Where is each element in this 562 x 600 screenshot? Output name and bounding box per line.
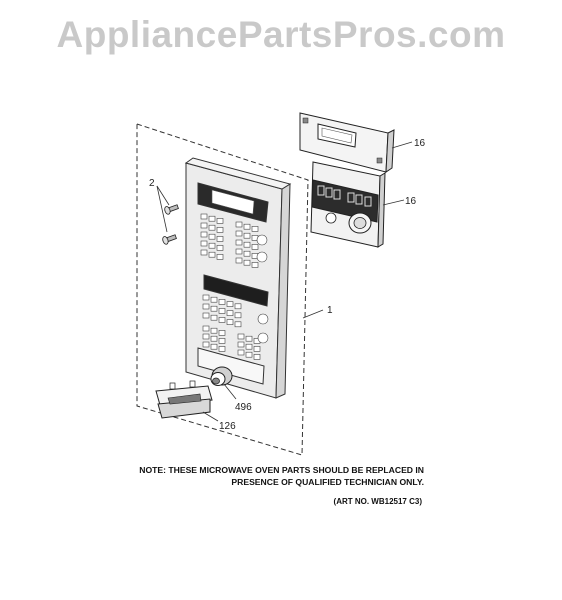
right-upper-key <box>251 244 259 250</box>
display-circuit-board <box>310 161 386 248</box>
round-key <box>256 251 268 263</box>
left-upper-key <box>208 242 216 249</box>
left-upper-key <box>216 218 224 224</box>
door-release-handle <box>155 380 213 419</box>
leader-top-board <box>391 141 413 149</box>
left-upper-key <box>208 215 216 222</box>
callout-display-board: 16 <box>405 196 417 207</box>
right-lower-key <box>253 346 261 352</box>
right-upper-key <box>243 250 251 257</box>
right-upper-key <box>243 241 251 248</box>
note-line-2: PRESENCE OF QUALIFIED TECHNICIAN ONLY. <box>231 477 424 487</box>
left-upper-key <box>208 224 216 231</box>
right-upper-key <box>251 262 259 268</box>
number-pad-key <box>210 305 218 312</box>
left-lower-key <box>210 335 218 342</box>
left-upper-key <box>216 227 224 233</box>
right-upper-key <box>235 248 243 255</box>
assembly-boundary <box>136 123 309 456</box>
left-lower-key <box>202 333 210 340</box>
left-upper-key <box>200 222 208 229</box>
top-circuit-board <box>299 112 395 173</box>
right-lower-key <box>245 335 253 342</box>
number-pad-key <box>210 296 218 303</box>
left-lower-key <box>202 325 210 332</box>
service-note: NOTE: THESE MICROWAVE OVEN PARTS SHOULD … <box>139 464 424 488</box>
site-watermark: AppliancePartsPros.com <box>56 14 506 55</box>
number-pad-key <box>202 312 210 319</box>
callout-handle: 126 <box>219 421 236 432</box>
left-lower-key <box>210 343 218 350</box>
right-lower-key <box>237 333 245 340</box>
number-pad-key <box>202 294 210 301</box>
right-lower-key <box>245 351 253 358</box>
leader-screw-2 <box>156 185 168 233</box>
left-upper-key <box>200 249 208 256</box>
left-upper-key <box>216 245 224 251</box>
callout-panel: 1 <box>327 305 333 316</box>
note-line-1: NOTE: THESE MICROWAVE OVEN PARTS SHOULD … <box>139 465 424 475</box>
number-pad-key <box>210 314 218 321</box>
right-lower-key <box>253 354 261 360</box>
right-upper-key <box>235 230 243 237</box>
callout-knob: 496 <box>235 402 252 413</box>
right-upper-key <box>235 239 243 246</box>
round-key <box>256 234 268 246</box>
number-pad-key <box>218 308 226 314</box>
control-panel <box>184 157 292 399</box>
left-upper-key <box>216 254 224 260</box>
number-pad-key <box>218 299 226 305</box>
number-pad-key <box>226 301 234 307</box>
callout-top-board: 16 <box>414 138 426 149</box>
round-key <box>257 332 269 344</box>
right-lower-key <box>237 349 245 356</box>
leader-panel <box>302 309 324 319</box>
art-number: (ART NO. WB12517 C3) <box>333 497 422 506</box>
left-lower-key <box>210 327 218 334</box>
left-upper-key <box>208 251 216 258</box>
round-key <box>257 313 269 325</box>
leader-handle <box>202 411 219 422</box>
left-upper-key <box>216 236 224 242</box>
left-lower-key <box>202 341 210 348</box>
callout-screws: 2 <box>149 178 155 189</box>
selector-knob <box>210 366 233 386</box>
left-upper-key <box>200 213 208 220</box>
right-lower-key <box>245 343 253 350</box>
left-upper-key <box>208 233 216 240</box>
right-upper-key <box>251 226 259 232</box>
number-pad-key <box>234 321 242 328</box>
number-pad-key <box>226 319 234 325</box>
right-upper-key <box>243 259 251 266</box>
right-upper-key <box>243 223 251 230</box>
number-pad-key <box>234 312 242 319</box>
right-upper-key <box>235 257 243 264</box>
right-upper-key <box>235 221 243 228</box>
left-lower-key <box>218 346 226 352</box>
left-lower-key <box>218 338 226 344</box>
leader-screw-1 <box>156 185 170 206</box>
number-pad-key <box>234 303 242 310</box>
leader-display-board <box>382 199 405 206</box>
left-upper-key <box>200 231 208 238</box>
mounting-screws <box>162 204 179 245</box>
right-lower-key <box>237 341 245 348</box>
left-lower-key <box>218 330 226 336</box>
number-pad-key <box>226 310 234 316</box>
number-pad-key <box>218 317 226 323</box>
number-pad-key <box>202 303 210 310</box>
right-upper-key <box>243 232 251 239</box>
left-upper-key <box>200 240 208 247</box>
leader-knob <box>223 383 237 400</box>
